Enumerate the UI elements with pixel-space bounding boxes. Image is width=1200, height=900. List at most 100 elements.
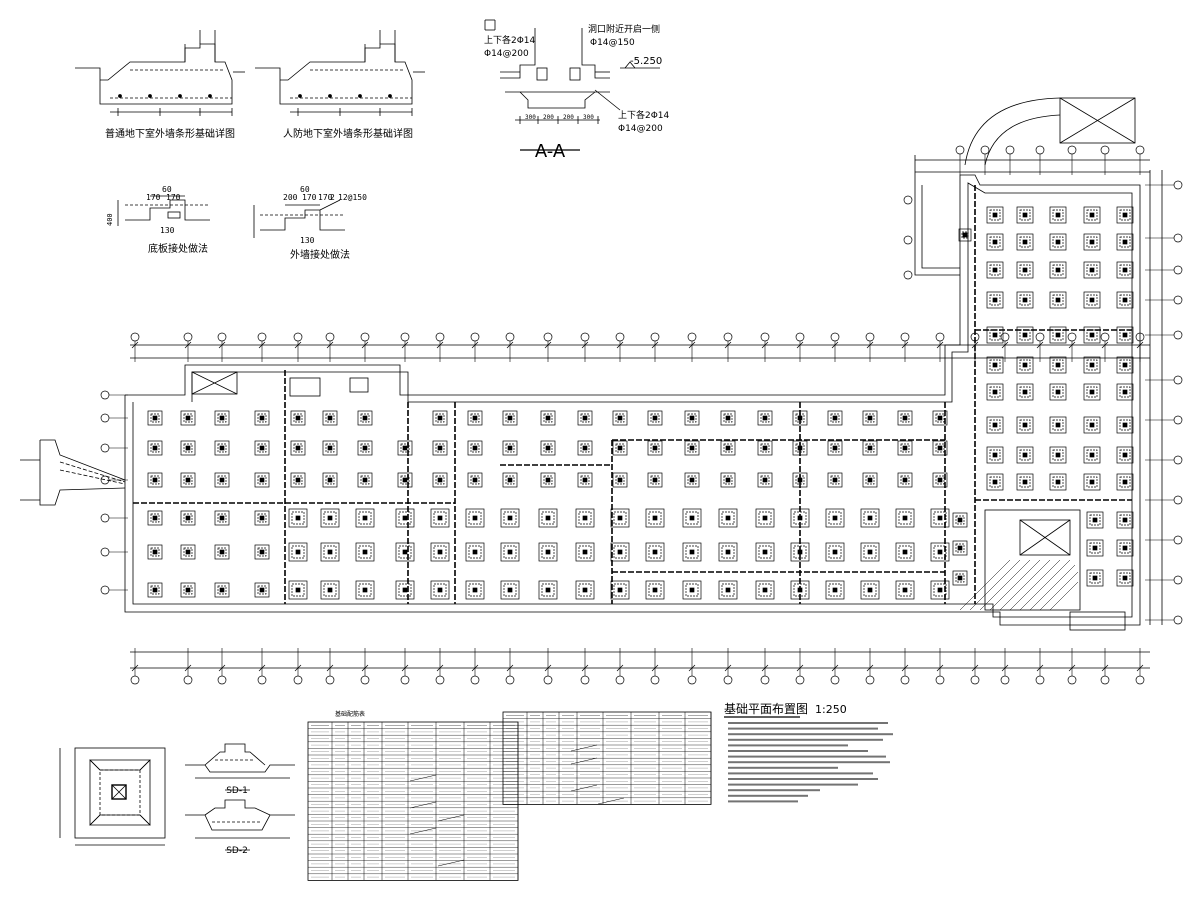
column-footing (395, 508, 415, 528)
table-cell-text (562, 800, 574, 802)
table-cell-text (439, 810, 461, 812)
table-cell-text (606, 715, 628, 716)
table-cell-text (580, 721, 600, 723)
column-footing (860, 508, 880, 528)
column-footing (1116, 569, 1134, 587)
axis-bubble (760, 332, 770, 342)
dim-tick (218, 341, 226, 349)
table-cell-text (530, 748, 540, 749)
axis-bubble (217, 332, 227, 342)
table-cell-text (335, 725, 345, 726)
axis-bubble (935, 675, 945, 685)
axis-bubble (183, 332, 193, 342)
table-cell-text (411, 738, 433, 739)
table-cell-text (311, 738, 329, 739)
column-footing (952, 512, 968, 528)
slab-dim-bottom: 130 (160, 226, 175, 235)
table-cell-text (580, 748, 600, 749)
dim-tick (506, 664, 514, 672)
slab-dim-b: 170 (166, 193, 181, 202)
column-footing (718, 542, 738, 562)
table-cell-text (385, 771, 405, 772)
column-footing (395, 580, 415, 600)
table-cell-text (385, 725, 405, 726)
column-footing (755, 542, 775, 562)
column-footing (500, 508, 520, 528)
table-cell-text (562, 767, 574, 769)
dim-tick (796, 664, 804, 672)
empty-cell-slash (409, 827, 437, 835)
axis-bubble (900, 332, 910, 342)
table-cell-text (580, 761, 600, 762)
column-footing (575, 508, 595, 528)
table-cell-text (634, 754, 656, 756)
empty-cell-slash (570, 757, 598, 765)
table-cell-text (546, 734, 556, 736)
axis-bubble (580, 332, 590, 342)
dim-tick (436, 664, 444, 672)
column-footing (897, 472, 913, 488)
column-footing (860, 580, 880, 600)
table-cell-text (439, 738, 461, 739)
column-footing (718, 508, 738, 528)
column-footing (610, 508, 630, 528)
column-footing (682, 508, 702, 528)
table-cell-text (506, 734, 524, 736)
column-footing (792, 472, 808, 488)
axis-bubble (1100, 145, 1110, 155)
table-cell-text (351, 857, 361, 858)
column-footing (500, 542, 520, 562)
table-cell-text (385, 784, 405, 785)
column-footing (952, 570, 968, 586)
dim-tick (901, 341, 909, 349)
axis-bubble (1173, 265, 1183, 275)
column-footing (147, 440, 163, 456)
column-footing (1016, 446, 1034, 464)
column-footing (1083, 261, 1101, 279)
table-cell-text (506, 728, 524, 729)
table-cell-text (351, 863, 361, 865)
axis-bubble (100, 513, 110, 523)
column-footing (214, 410, 230, 426)
dim-tick (1001, 341, 1009, 349)
column-footing (432, 472, 448, 488)
axis-bubble (470, 332, 480, 342)
column-footing (1116, 416, 1134, 434)
table-cell-text (351, 777, 361, 779)
axis-bubble (543, 332, 553, 342)
table-cell-text (311, 725, 329, 726)
table-cell-text (351, 725, 361, 726)
table-cell-text (546, 721, 556, 723)
slab-joint-detail (117, 195, 210, 226)
section-aa-label-bottom-right: 上下各2Φ14 (618, 109, 670, 121)
dim-tick (866, 664, 874, 672)
axis-bubble (615, 675, 625, 685)
column-footing (290, 410, 306, 426)
table-cell-text (467, 758, 487, 759)
axis-bubble (1000, 675, 1010, 685)
column-footing (792, 410, 808, 426)
axis-bubble (650, 332, 660, 342)
table-cell-text (493, 863, 515, 865)
table-cell-text (411, 725, 433, 726)
table-cell-text (367, 744, 379, 746)
column-footing (577, 472, 593, 488)
column-footing (465, 542, 485, 562)
dim-tick (1101, 664, 1109, 672)
empty-cell-slash (409, 801, 437, 809)
table-cell-text (546, 748, 556, 749)
table-cell-text (411, 863, 433, 865)
table-cell-text (385, 744, 405, 746)
dim-tick (1001, 664, 1009, 672)
table-cell-text (311, 857, 329, 858)
table-cell-text (493, 876, 515, 878)
column-footing (827, 440, 843, 456)
table-cell-text (351, 850, 361, 851)
table-cell-text (351, 817, 361, 818)
axis-bubble (865, 675, 875, 685)
axis-bubble (935, 332, 945, 342)
column-footing (1116, 206, 1134, 224)
table-cell-text (562, 754, 574, 756)
column-footing (180, 544, 196, 560)
table-cell-text (351, 837, 361, 838)
